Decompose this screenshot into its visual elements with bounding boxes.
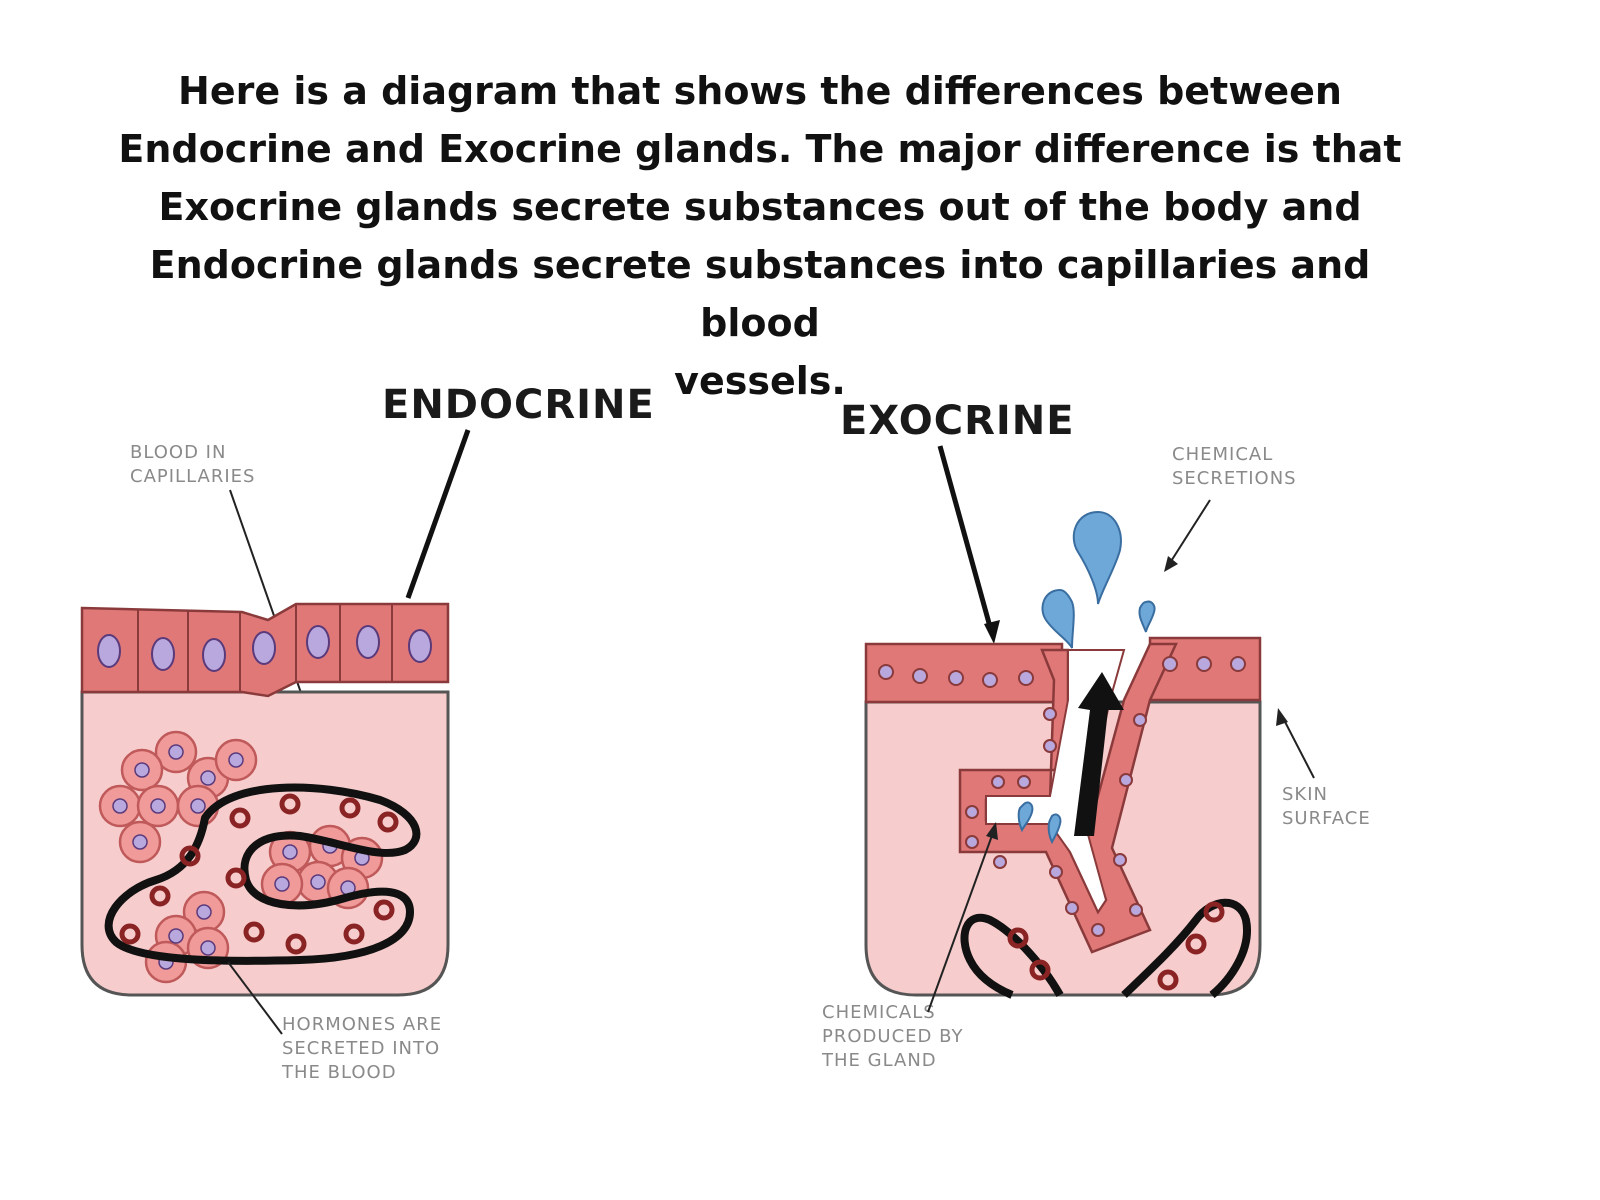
epithelial-cell-borders — [137, 604, 393, 692]
intro-line: Exocrine glands secrete substances out o… — [158, 185, 1362, 229]
exocrine-pointer — [937, 445, 995, 635]
hormones-label-arrow — [227, 961, 283, 1035]
red-blood-cells — [1007, 901, 1225, 991]
skin-label-arrow — [1281, 715, 1315, 779]
arrowhead-icon — [986, 822, 998, 840]
endocrine-pointer — [405, 429, 471, 599]
hormones-secreted-label: HORMONES ARE SECRETED INTO THE BLOOD — [281, 1014, 449, 1083]
intro-text: Here is a diagram that shows the differe… — [110, 62, 1410, 410]
capillary-outline — [104, 783, 421, 965]
epithelial-nuclei — [97, 625, 432, 672]
intro-line: Endocrine and Exocrine glands. The major… — [118, 127, 1402, 171]
skin-surface-label: SKIN SURFACE — [1282, 784, 1371, 829]
exocrine-capillary-left — [960, 913, 1064, 999]
duct-cell-nuclei — [878, 656, 1246, 937]
intro-line: vessels. — [674, 359, 846, 403]
endocrine-title: ENDOCRINE — [382, 382, 655, 428]
exocrine-capillary-right — [1121, 898, 1251, 999]
blood-in-capillaries-label: BLOOD IN CAPILLARIES — [130, 442, 255, 487]
arrowhead-icon — [1276, 708, 1288, 726]
intro-line: Endocrine glands secrete substances into… — [149, 243, 1371, 345]
chemicals-produced-label: CHEMICALS PRODUCED BY THE GLAND — [821, 1002, 970, 1071]
exocrine-epithelium-left — [864, 642, 1064, 704]
arrowhead-icon — [984, 620, 1000, 644]
exocrine-title: EXOCRINE — [840, 398, 1075, 444]
chemicals-label-arrow — [927, 829, 995, 1013]
arrowhead-icon — [1164, 556, 1178, 572]
secretion-droplets — [1017, 510, 1156, 845]
secretions-label-arrow — [1167, 499, 1211, 567]
intro-line: Here is a diagram that shows the differe… — [178, 69, 1342, 113]
chemical-secretions-label: CHEMICAL SECRETIONS — [1172, 444, 1297, 489]
endocrine-diagram: ENDOCRINE BLOOD IN CAPILLARIES — [80, 382, 655, 1083]
red-blood-cells — [119, 793, 399, 955]
secretion-direction-arrow — [1074, 672, 1124, 836]
exocrine-diagram: EXOCRINE CHEMICAL SECRETIONS — [821, 398, 1371, 1071]
